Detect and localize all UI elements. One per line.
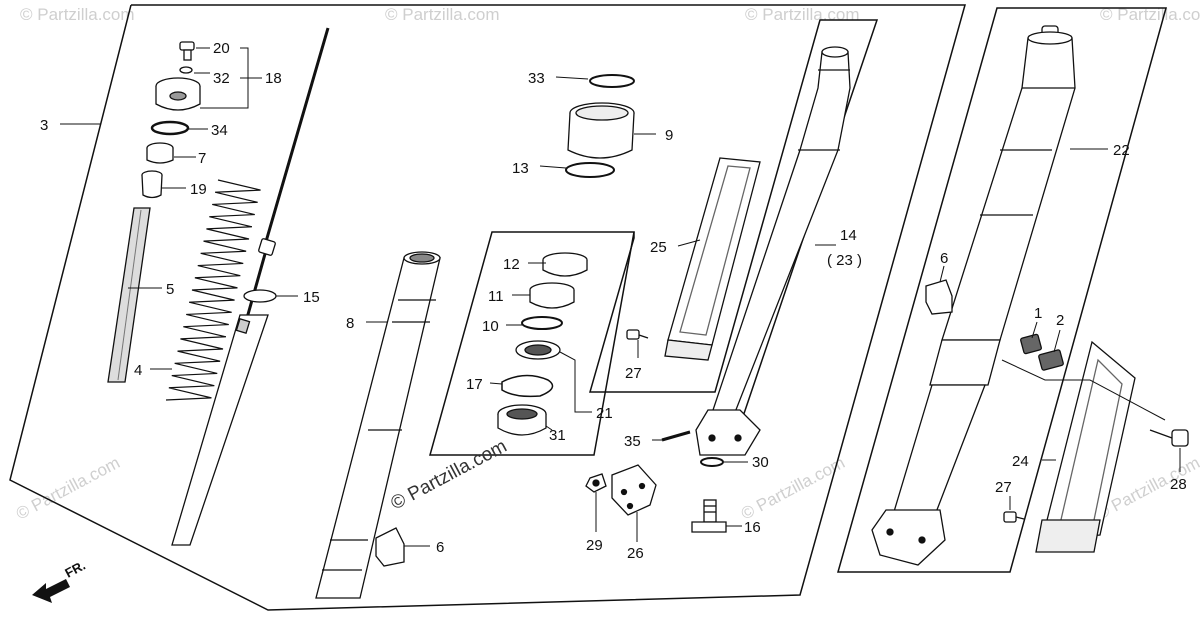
watermark-faint: © Partzilla.com: [20, 5, 135, 24]
oil-seal-icon: [515, 340, 561, 360]
main-assembly-frame: [9, 4, 966, 611]
callout-8: 8: [346, 315, 354, 332]
callout-35: 35: [624, 433, 641, 450]
snap-ring-17-icon: [501, 374, 554, 398]
fork-guard-25-icon: [664, 157, 761, 361]
callout-34: 34: [211, 122, 228, 139]
bolt-27-right-icon: [1003, 511, 1025, 523]
fork-cap-icon: [155, 77, 201, 111]
collar-7-icon: [146, 142, 174, 164]
callout-11: 11: [488, 288, 504, 305]
oring-32-icon: [179, 66, 193, 74]
front-direction-indicator: FR.: [32, 558, 88, 603]
callout-24: 24: [1012, 453, 1029, 470]
bolt-28-icon: [1149, 429, 1189, 447]
callout-28: 28: [1170, 476, 1187, 493]
callout-10: 10: [482, 318, 499, 335]
callout-29: 29: [586, 537, 603, 554]
front-label: FR.: [62, 558, 88, 581]
callout-15: 15: [303, 289, 320, 306]
callout-1: 1: [1034, 305, 1042, 322]
bottom-small-parts: [585, 457, 727, 533]
callout-21: 21: [596, 405, 613, 422]
watermark-faint: © Partzilla.com: [1100, 5, 1200, 24]
fork-assembly-22-icon: [871, 25, 1076, 566]
snap-ring-33-icon: [589, 74, 635, 88]
seal-9-icon: [567, 102, 635, 159]
callout-7: 7: [198, 150, 206, 167]
callout-9: 9: [665, 127, 673, 144]
callout-13: 13: [512, 160, 529, 177]
callout-32: 32: [213, 70, 230, 87]
outer-tube-8-icon: [315, 251, 441, 599]
watermark-main: © Partzilla.com: [387, 436, 510, 515]
callout-22: 22: [1113, 142, 1130, 159]
nut-29-icon: [585, 473, 607, 493]
callout-25: 25: [650, 239, 667, 256]
seal-kit-frame: [429, 231, 635, 456]
spacer-19-icon: [141, 170, 163, 199]
collar-6-icon: [375, 527, 405, 567]
callout-23: ( 23 ): [827, 252, 862, 269]
damper-rod-icon: [171, 27, 330, 546]
snap-ring-13-icon: [565, 162, 615, 178]
fork-guard-24-icon: [1035, 340, 1136, 553]
bushing-group-parts: [565, 74, 635, 178]
callout-labels: 20 32 18 3 34 7 19 5 15 4 8 6 33 9 13 12…: [40, 40, 1187, 562]
front-arrow-icon: [32, 579, 70, 603]
callout-30: 30: [752, 454, 769, 471]
washer-30-icon: [700, 457, 724, 467]
callout-5: 5: [166, 281, 174, 298]
slide-bushing-12-icon: [542, 252, 588, 277]
callout-17: 17: [466, 376, 483, 393]
oring-34-icon: [150, 120, 190, 136]
fork-tube-frame: [589, 19, 879, 456]
callout-2: 2: [1056, 312, 1064, 329]
washer-10-icon: [521, 316, 563, 330]
callout-27: 27: [625, 365, 642, 382]
callout-18: 18: [265, 70, 282, 87]
watermark-faint: © Partzilla.com: [13, 453, 123, 524]
bolt-20-icon: [179, 41, 195, 61]
callout-31: 31: [549, 427, 566, 444]
bolt-27-icon: [626, 329, 649, 340]
clip-1-icon: [1020, 333, 1042, 355]
callout-16: 16: [744, 519, 761, 536]
callout-3: 3: [40, 117, 48, 134]
callout-6: 6: [436, 539, 444, 556]
watermark-faint: © Partzilla.com: [385, 5, 500, 24]
callout-20: 20: [213, 40, 230, 57]
callout-19: 19: [190, 181, 207, 198]
clip-2-icon: [1038, 349, 1064, 371]
fork-spring-4-icon: [165, 179, 261, 401]
right-assembly-frame: [837, 7, 1167, 573]
bolt-35-icon: [661, 430, 691, 442]
leader-lines: [60, 47, 1181, 547]
watermark-faint: © Partzilla.com: [745, 5, 860, 24]
collar-6-right-icon: [925, 279, 953, 315]
dust-seal-31-icon: [497, 404, 547, 436]
guide-bushing-11-icon: [529, 282, 575, 309]
callout-33: 33: [528, 70, 545, 87]
left-group-parts: [107, 27, 330, 546]
callout-6-right: 6: [940, 250, 948, 267]
callout-4: 4: [134, 362, 142, 379]
callout-14: 14: [840, 227, 857, 244]
callout-27-right: 27: [995, 479, 1012, 496]
callout-26: 26: [627, 545, 644, 562]
group-frames: [9, 4, 1167, 611]
seal-kit-parts: [497, 252, 588, 436]
holder-26-icon: [611, 464, 657, 516]
inner-tube-14-icon: [695, 46, 851, 456]
bolt-16-icon: [691, 499, 727, 533]
callout-12: 12: [503, 256, 520, 273]
